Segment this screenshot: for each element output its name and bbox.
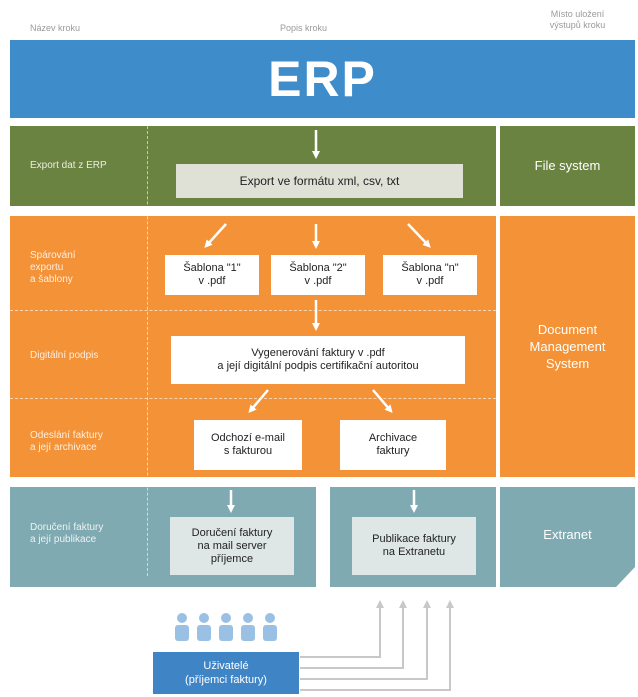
file-system-label: File system	[534, 158, 601, 173]
arrow-user-to-extranet	[300, 600, 431, 680]
file-system-panel	[500, 126, 635, 206]
arrow-user-to-extranet	[300, 600, 384, 658]
user-icon	[175, 613, 189, 641]
user-icon	[197, 613, 211, 641]
header-step-description: Popis kroku	[280, 23, 328, 33]
arrow-user-to-extranet	[300, 600, 407, 669]
arrow-signature-to-archive	[372, 389, 393, 414]
export-step-label: Export dat z ERP	[30, 160, 107, 171]
user-icon	[263, 613, 277, 641]
sending-step-label: Odeslání faktury a její archivace	[30, 430, 103, 453]
users-box: Uživatelé (příjemci faktury)	[153, 652, 299, 694]
dms-label: Document Management System	[529, 322, 606, 371]
extranet-publication-box: Publikace faktury na Extranetu	[352, 517, 476, 575]
export-format-box: Export ve formátu xml, csv, txt	[176, 164, 463, 198]
delivery-step-label: Doručení faktury a její publikace	[30, 522, 104, 545]
erp-banner: ERP	[10, 40, 635, 118]
arrow-user-to-extranet	[300, 600, 454, 691]
outgoing-email-box: Odchozí e-mail s fakturou	[194, 420, 302, 470]
pdf-signature-box: Vygenerování faktury v .pdf a její digit…	[171, 336, 465, 384]
pairing-step-label: Spárování exportu a šablony	[30, 250, 76, 285]
extranet-label: Extranet	[543, 527, 592, 542]
column-divider	[147, 126, 148, 576]
header-step-name: Název kroku	[30, 23, 81, 33]
signature-step-label: Digitální podpis	[30, 350, 99, 361]
row-divider	[10, 310, 496, 311]
template-2-box: Šablona "2" v .pdf	[271, 255, 365, 295]
template-n-box: Šablona "n" v .pdf	[383, 255, 477, 295]
user-icon	[241, 613, 255, 641]
user-icon	[219, 613, 233, 641]
dms-panel	[500, 216, 635, 477]
archive-box: Archivace faktury	[340, 420, 446, 470]
arrow-export-to-template-1	[204, 223, 227, 248]
arrow-signature-to-email	[248, 389, 269, 414]
erp-title: ERP	[268, 51, 377, 107]
extranet-panel	[500, 487, 635, 587]
header-output-location: Místo uložení výstupů kroku	[549, 9, 606, 30]
mail-server-delivery-box: Doručení faktury na mail server příjemce	[170, 517, 294, 575]
row-divider	[10, 398, 496, 399]
template-1-box: Šablona "1" v .pdf	[165, 255, 259, 295]
arrow-export-to-template-n	[407, 223, 431, 248]
